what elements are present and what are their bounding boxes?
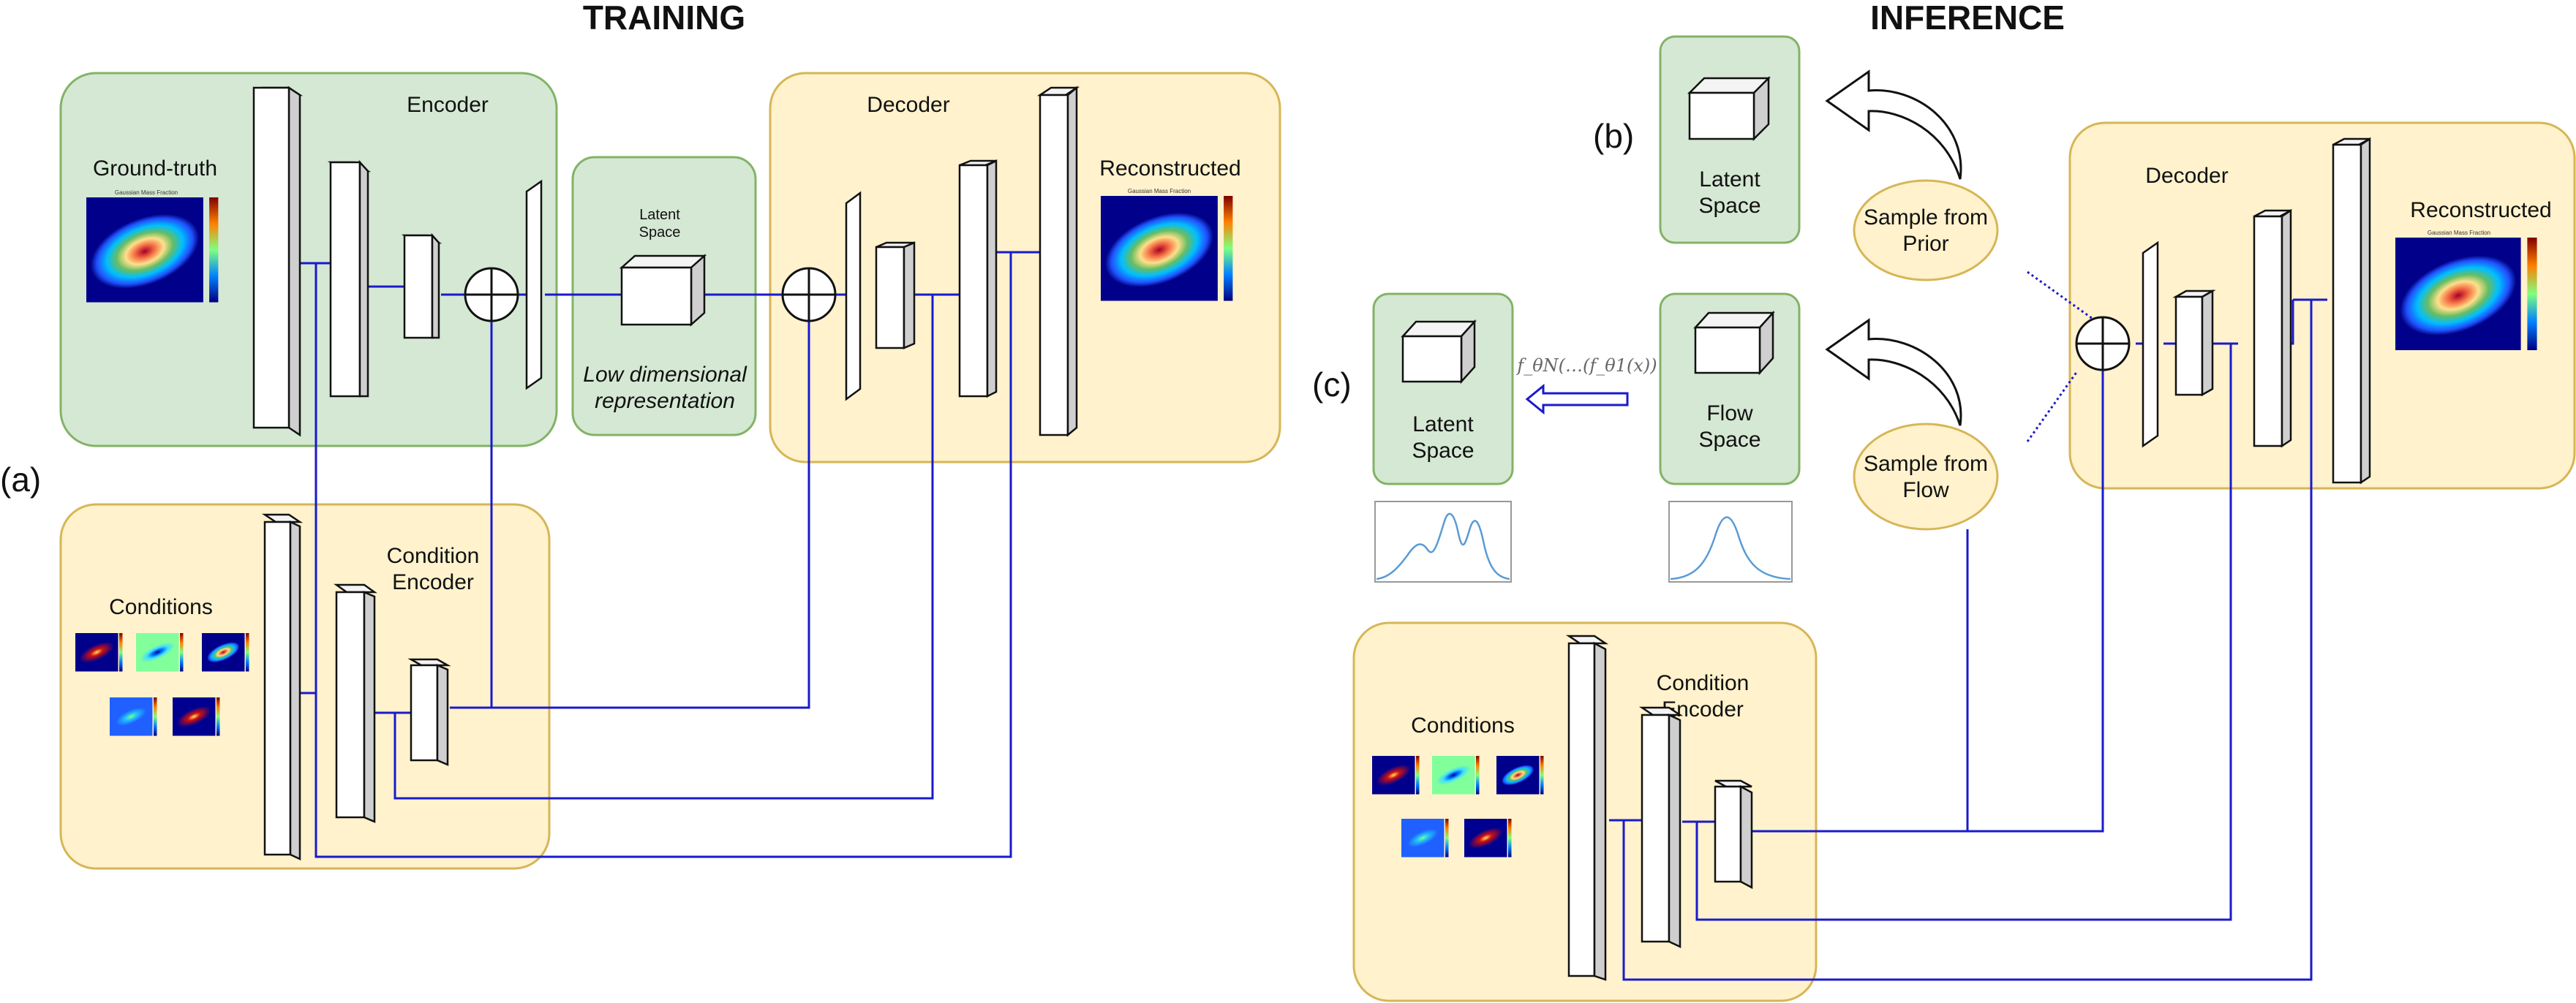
latent-b-label-line2: Space (1698, 194, 1760, 218)
inference-condition-thumbnails (1372, 756, 1544, 858)
latent-cube (619, 254, 707, 327)
decoder-oplus (781, 267, 837, 322)
inference-conditions-label: Conditions (1411, 714, 1515, 738)
latent-c-label-line2: Space (1412, 439, 1474, 463)
inference-wires (1609, 298, 2327, 981)
condition-block-2 (334, 583, 377, 823)
latent-c-cube (1401, 319, 1477, 385)
inference-decoder-oplus (2075, 316, 2131, 371)
prior-arrow (1825, 69, 1962, 180)
tag-b: (b) (1593, 117, 1634, 155)
flow-space-label-line1: Flow (1706, 401, 1753, 425)
conditions-label: Conditions (109, 595, 213, 619)
sample-flow-line2: Flow (1902, 478, 1949, 502)
encoder-label: Encoder (407, 93, 489, 117)
inference-reconstructed-heatmap (2388, 238, 2537, 352)
decoder-block-4 (1036, 86, 1080, 437)
latent-note-line1: Low dimensional (583, 363, 747, 387)
encoder-block-1 (252, 86, 304, 437)
inference-condition-block-3 (1714, 779, 1753, 890)
condition-encoder-label-line1: Condition (387, 544, 480, 568)
reconstructed-heatmap (1093, 196, 1233, 302)
encoder-block-3 (401, 232, 442, 339)
decoder-block-3 (958, 159, 998, 398)
reconstructed-plot-title: Gaussian Mass Fraction (1128, 188, 1191, 194)
inference-decoder-block-2 (2172, 289, 2216, 397)
training-wires (263, 251, 1042, 858)
inference-condition-block-1 (1565, 635, 1609, 981)
encoder-block-2 (327, 159, 372, 398)
inference-decoder-label: Decoder (2145, 164, 2228, 188)
training-title: TRAINING (583, 0, 745, 37)
sample-prior-node (1853, 179, 1999, 281)
condition-thumbnails (75, 633, 249, 736)
sample-prior-line1: Sample from (1864, 205, 1988, 230)
inference-reconstructed-label: Reconstructed (2410, 198, 2551, 222)
latent-b-cube (1687, 75, 1771, 142)
decoder-block-1 (845, 191, 862, 401)
condition-block-3 (407, 658, 451, 766)
latent-b-label-line1: Latent (1699, 167, 1760, 192)
ground-truth-heatmap (79, 197, 219, 303)
inference-plot-title: Gaussian Mass Fraction (2428, 230, 2490, 236)
inference-title: INFERENCE (1870, 0, 2065, 37)
condition-encoder-panel (59, 503, 551, 870)
prior-dotted-link (2027, 270, 2104, 328)
inference-decoder-block-3 (2253, 208, 2292, 448)
inference-decoder-panel (2068, 121, 2576, 490)
ground-truth-plot-title: Gaussian Mass Fraction (115, 189, 178, 196)
inference-decoder-block-4 (2332, 137, 2371, 485)
latent-note-line2: representation (595, 389, 735, 413)
inference-condition-encoder-label-line1: Condition (1657, 671, 1750, 695)
flow-dotted-link (2026, 371, 2079, 442)
latent-c-label-line1: Latent (1412, 412, 1474, 436)
latent-label-line1: Latent (639, 207, 680, 223)
decoder-label: Decoder (867, 93, 949, 117)
inference-decoder-block-1 (2142, 241, 2159, 448)
latent-density-plot (1374, 501, 1512, 583)
latent-label-line2: Space (639, 224, 681, 241)
sample-prior-line2: Prior (1902, 232, 1948, 256)
condition-block-1 (261, 513, 304, 860)
flow-space-cube (1693, 310, 1775, 376)
encoder-oplus (464, 267, 519, 322)
flow-density-plot (1668, 501, 1793, 583)
decoder-block-2 (875, 241, 916, 349)
flow-space-label-line2: Space (1698, 428, 1760, 452)
flow-sample-arrow (1825, 318, 1962, 426)
tag-c: (c) (1312, 366, 1352, 404)
inference-condition-block-2 (1638, 706, 1684, 948)
ground-truth-label: Ground-truth (93, 156, 217, 181)
encoder-block-4 (525, 179, 543, 390)
sample-flow-node (1853, 423, 1999, 531)
tag-a: (a) (0, 461, 41, 499)
sample-flow-line1: Sample from (1864, 452, 1988, 476)
encoder-panel (59, 72, 558, 447)
reconstructed-label: Reconstructed (1099, 156, 1240, 181)
decoder-panel (769, 72, 1281, 463)
flow-formula: f_θN(…(f_θ1(x)) (1515, 355, 1657, 376)
condition-encoder-label-line2: Encoder (392, 570, 474, 594)
flow-arrow (1525, 383, 1629, 415)
